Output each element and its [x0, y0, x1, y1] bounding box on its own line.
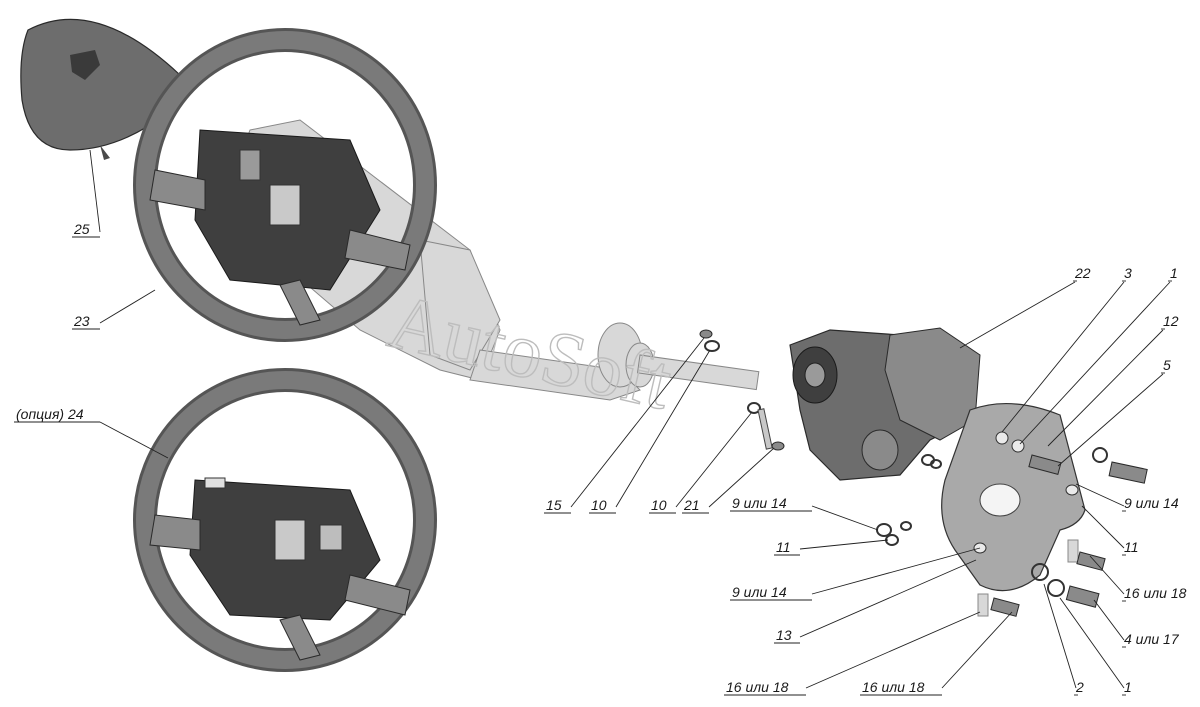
- callout-label-15: 15: [546, 497, 562, 513]
- callout-label-23: 23: [73, 313, 90, 329]
- airbag-cover: [20, 18, 181, 160]
- callout-label-3: 3: [1124, 265, 1132, 281]
- leader-line-12: [1047, 329, 1164, 447]
- leader-line-4: [1093, 599, 1125, 641]
- leader-line-22: [959, 281, 1076, 349]
- callout-label-9a: 9 или 14: [732, 495, 787, 511]
- column-fasteners: [699, 329, 761, 414]
- steering-gear-unit: [789, 327, 981, 481]
- leader-line-23: [99, 289, 156, 324]
- callout-label-16a: 16 или 18: [1124, 585, 1187, 601]
- callout-label-9c: 9 или 14: [732, 584, 787, 600]
- leader-line-11a: [799, 539, 889, 550]
- callout-label-16c: 16 или 18: [862, 679, 925, 695]
- callout-label-1a: 1: [1170, 265, 1178, 281]
- right-fasteners: [876, 447, 1148, 617]
- callout-label-10b: 10: [651, 497, 667, 513]
- leader-line-16c: [941, 611, 1013, 689]
- callout-label-22: 22: [1074, 265, 1091, 281]
- callout-label-10a: 10: [591, 497, 607, 513]
- callout-label-21: 21: [683, 497, 700, 513]
- callout-label-9b: 9 или 14: [1124, 495, 1179, 511]
- callout-label-11a: 11: [776, 539, 791, 555]
- leader-line-9c: [811, 547, 981, 595]
- leader-line-1a: [1019, 281, 1171, 445]
- leader-line-16b: [805, 611, 981, 689]
- bolt-21: [757, 408, 785, 451]
- callout-label-12: 12: [1163, 313, 1179, 329]
- leader-line-2: [1043, 583, 1077, 689]
- leader-line-10b: [675, 411, 753, 508]
- callout-label-4: 4 или 17: [1124, 631, 1180, 647]
- callout-label-11b: 11: [1124, 539, 1139, 555]
- leader-line-5: [1057, 373, 1164, 467]
- leader-line-9a: [811, 505, 879, 531]
- callout-label-13: 13: [776, 627, 792, 643]
- leader-line-13: [799, 559, 977, 638]
- callout-label-2: 2: [1075, 679, 1084, 695]
- leader-line-9b: [1075, 483, 1125, 507]
- mounting-bracket: [941, 403, 1086, 592]
- callout-label-25: 25: [73, 221, 90, 237]
- callout-label-1b: 1: [1124, 679, 1132, 695]
- leader-line-11b: [1081, 505, 1125, 549]
- callout-label-5: 5: [1163, 357, 1171, 373]
- leader-line-25: [89, 149, 101, 233]
- steering-wheel: [133, 28, 437, 342]
- leader-line-21: [708, 447, 775, 508]
- leader-line-3: [1001, 281, 1125, 433]
- watermark-text: AutoSoft: [381, 277, 680, 426]
- leader-line-10a: [615, 349, 711, 508]
- callout-label-16b: 16 или 18: [726, 679, 789, 695]
- leader-line-16a: [1089, 555, 1125, 595]
- leader-line-15: [570, 337, 705, 508]
- leader-line-1b: [1059, 597, 1125, 689]
- steering-wheel-option: [133, 368, 437, 672]
- callout-label-24: (опция) 24: [16, 406, 84, 422]
- leader-line-24: [99, 421, 169, 459]
